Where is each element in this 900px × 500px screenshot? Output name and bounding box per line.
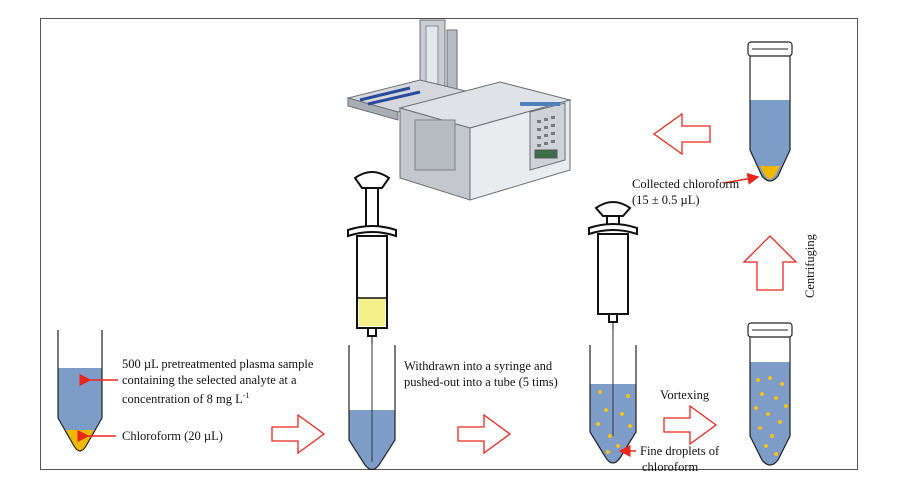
conical-tube-icon — [747, 322, 793, 466]
conical-tube-icon — [589, 330, 637, 464]
chloroform-label: Chloroform (20 µL) — [122, 429, 223, 443]
centrifuging-label: Centrifuging — [803, 234, 817, 298]
plasma-sample-label: 500 µL pretreatmented plasma sample cont… — [122, 357, 314, 407]
outline-arrow-icon — [742, 235, 798, 291]
syringe-icon — [347, 171, 397, 344]
gas-chromatograph-icon — [346, 19, 572, 201]
fine-droplets-label: Fine droplets of chloroform — [640, 444, 720, 474]
conical-tube-icon — [747, 41, 793, 182]
conical-tube-icon — [348, 340, 396, 471]
conical-tube-icon — [57, 330, 103, 452]
collected-chloroform-label: Collected chloroform (15 ± 0.5 µL) — [632, 177, 740, 207]
withdrawn-label: Withdrawn into a syringe and pushed-out … — [404, 359, 558, 389]
outline-arrow-icon — [271, 404, 718, 455]
diagram-frame — [40, 18, 858, 470]
vortexing-label: Vortexing — [660, 388, 710, 402]
pointer-collected — [723, 172, 760, 185]
syringe-icon — [588, 201, 638, 330]
outline-arrow-icon — [652, 112, 711, 156]
